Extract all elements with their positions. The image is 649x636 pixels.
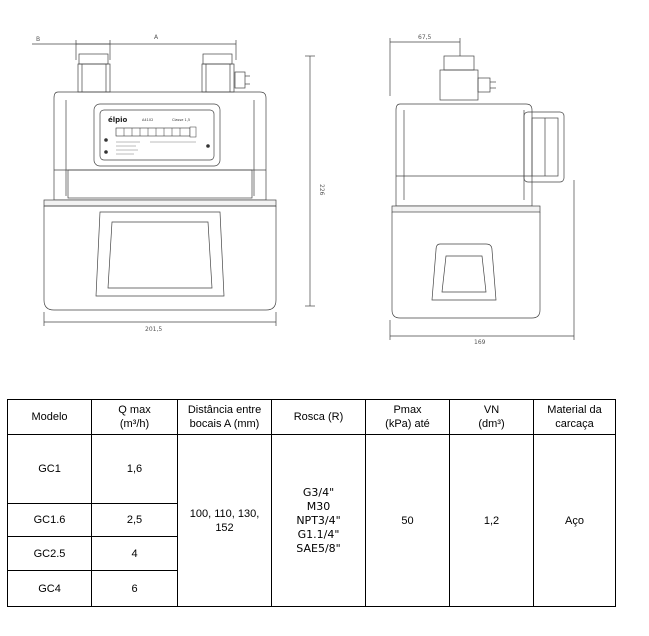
header-modelo: Modelo <box>7 399 92 435</box>
technical-drawing: élpio A4102 Classe 1,5 B A 226 201,5 67,… <box>32 34 575 346</box>
cell-qmax: 4 <box>91 536 178 571</box>
dim-b-label: B <box>36 36 40 43</box>
dim-width-front-label: 201,5 <box>145 326 162 333</box>
cell-qmax: 6 <box>91 570 178 607</box>
table-row: GC1.6 2,5 <box>7 503 616 537</box>
dim-width-side-label: 169 <box>474 339 486 346</box>
front-view <box>32 40 315 326</box>
table-row: GC2.5 4 <box>7 536 616 571</box>
class-text: Classe 1,5 <box>172 118 190 122</box>
cell-pmax: 50 <box>365 434 450 607</box>
header-qmax: Q max(m³/h) <box>91 399 178 435</box>
dim-height-label: 226 <box>318 184 325 196</box>
cell-qmax: 2,5 <box>91 503 178 537</box>
header-rosca: Rosca (R) <box>271 399 366 435</box>
cell-rosca: G3/4" M30 NPT3/4" G1.1/4" SAE5/8" <box>271 434 366 607</box>
cell-modelo: GC4 <box>7 570 92 607</box>
table-row: GC1 1,6 100, 110, 130, 152 G3/4" M30 NPT… <box>7 434 616 607</box>
cell-distancia: 100, 110, 130, 152 <box>177 434 272 607</box>
cell-modelo: GC2.5 <box>7 536 92 571</box>
side-view <box>389 38 575 340</box>
cell-material: Aço <box>533 434 616 607</box>
cell-modelo: GC1.6 <box>7 503 92 537</box>
brand-text: élpio <box>108 116 128 124</box>
table-row: GC4 6 <box>7 570 616 607</box>
dim-top-right-label: 67,5 <box>418 34 432 41</box>
dim-a-label: A <box>154 34 159 41</box>
meter-badge: élpio A4102 Classe 1,5 <box>104 116 210 155</box>
model-code: A4102 <box>142 118 153 122</box>
header-vn: VN(dm³) <box>449 399 534 435</box>
cell-modelo: GC1 <box>7 434 92 504</box>
cell-vn: 1,2 <box>449 434 534 607</box>
header-pmax: Pmax(kPa) até <box>365 399 450 435</box>
cell-qmax: 1,6 <box>91 434 178 504</box>
